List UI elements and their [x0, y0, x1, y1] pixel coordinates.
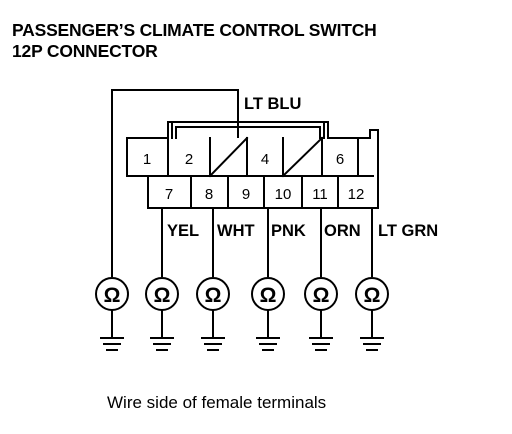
pin-2: 2 — [185, 151, 193, 168]
ground-icon — [360, 310, 384, 351]
ground-icon — [309, 310, 333, 351]
ground-icon — [100, 310, 124, 351]
pin-4: 4 — [261, 151, 269, 168]
wire-label-orn: ORN — [324, 222, 361, 240]
wire-label-pnk: PNK — [271, 222, 306, 240]
ohm-symbol: Ω — [154, 284, 171, 307]
diagram-title-line-2: 12P CONNECTOR — [12, 41, 158, 61]
ohm-symbol: Ω — [104, 284, 121, 307]
ohmmeter-2: Ω — [145, 277, 179, 351]
ohm-symbol: Ω — [313, 284, 330, 307]
pin-7: 7 — [165, 186, 173, 203]
ohm-symbol: Ω — [260, 284, 277, 307]
wire-label-lt-blu: LT BLU — [244, 95, 301, 113]
empty-slot-5 — [281, 136, 324, 178]
ohm-symbol: Ω — [205, 284, 222, 307]
wire-lt-blu — [111, 89, 239, 277]
empty-slot-3 — [208, 136, 249, 178]
ohm-symbol: Ω — [364, 284, 381, 307]
pin-6: 6 — [336, 151, 344, 168]
wire-label-lt-grn: LT GRN — [378, 222, 438, 240]
ground-icon — [150, 310, 174, 351]
pin-11: 11 — [312, 186, 328, 203]
pin-1: 1 — [143, 151, 151, 168]
pin-8: 8 — [205, 186, 213, 203]
ground-icon — [201, 310, 225, 351]
wire-label-wht: WHT — [217, 222, 255, 240]
ground-icon — [256, 310, 280, 351]
pin-10: 10 — [275, 186, 292, 203]
ohmmeter-6: Ω — [355, 277, 389, 351]
connector-lock-tab — [171, 121, 325, 139]
ohmmeter-1: Ω — [95, 277, 129, 351]
diagram-caption: Wire side of female terminals — [107, 393, 327, 412]
ohmmeter-4: Ω — [251, 277, 285, 351]
pin-12: 12 — [348, 186, 365, 203]
pin-9: 9 — [242, 186, 250, 203]
diagram-title-line-1: PASSENGER’S CLIMATE CONTROL SWITCH — [12, 20, 377, 40]
ohmmeter-3: Ω — [196, 277, 230, 351]
wire-label-yel: YEL — [167, 222, 199, 240]
ohmmeter-5: Ω — [304, 277, 338, 351]
